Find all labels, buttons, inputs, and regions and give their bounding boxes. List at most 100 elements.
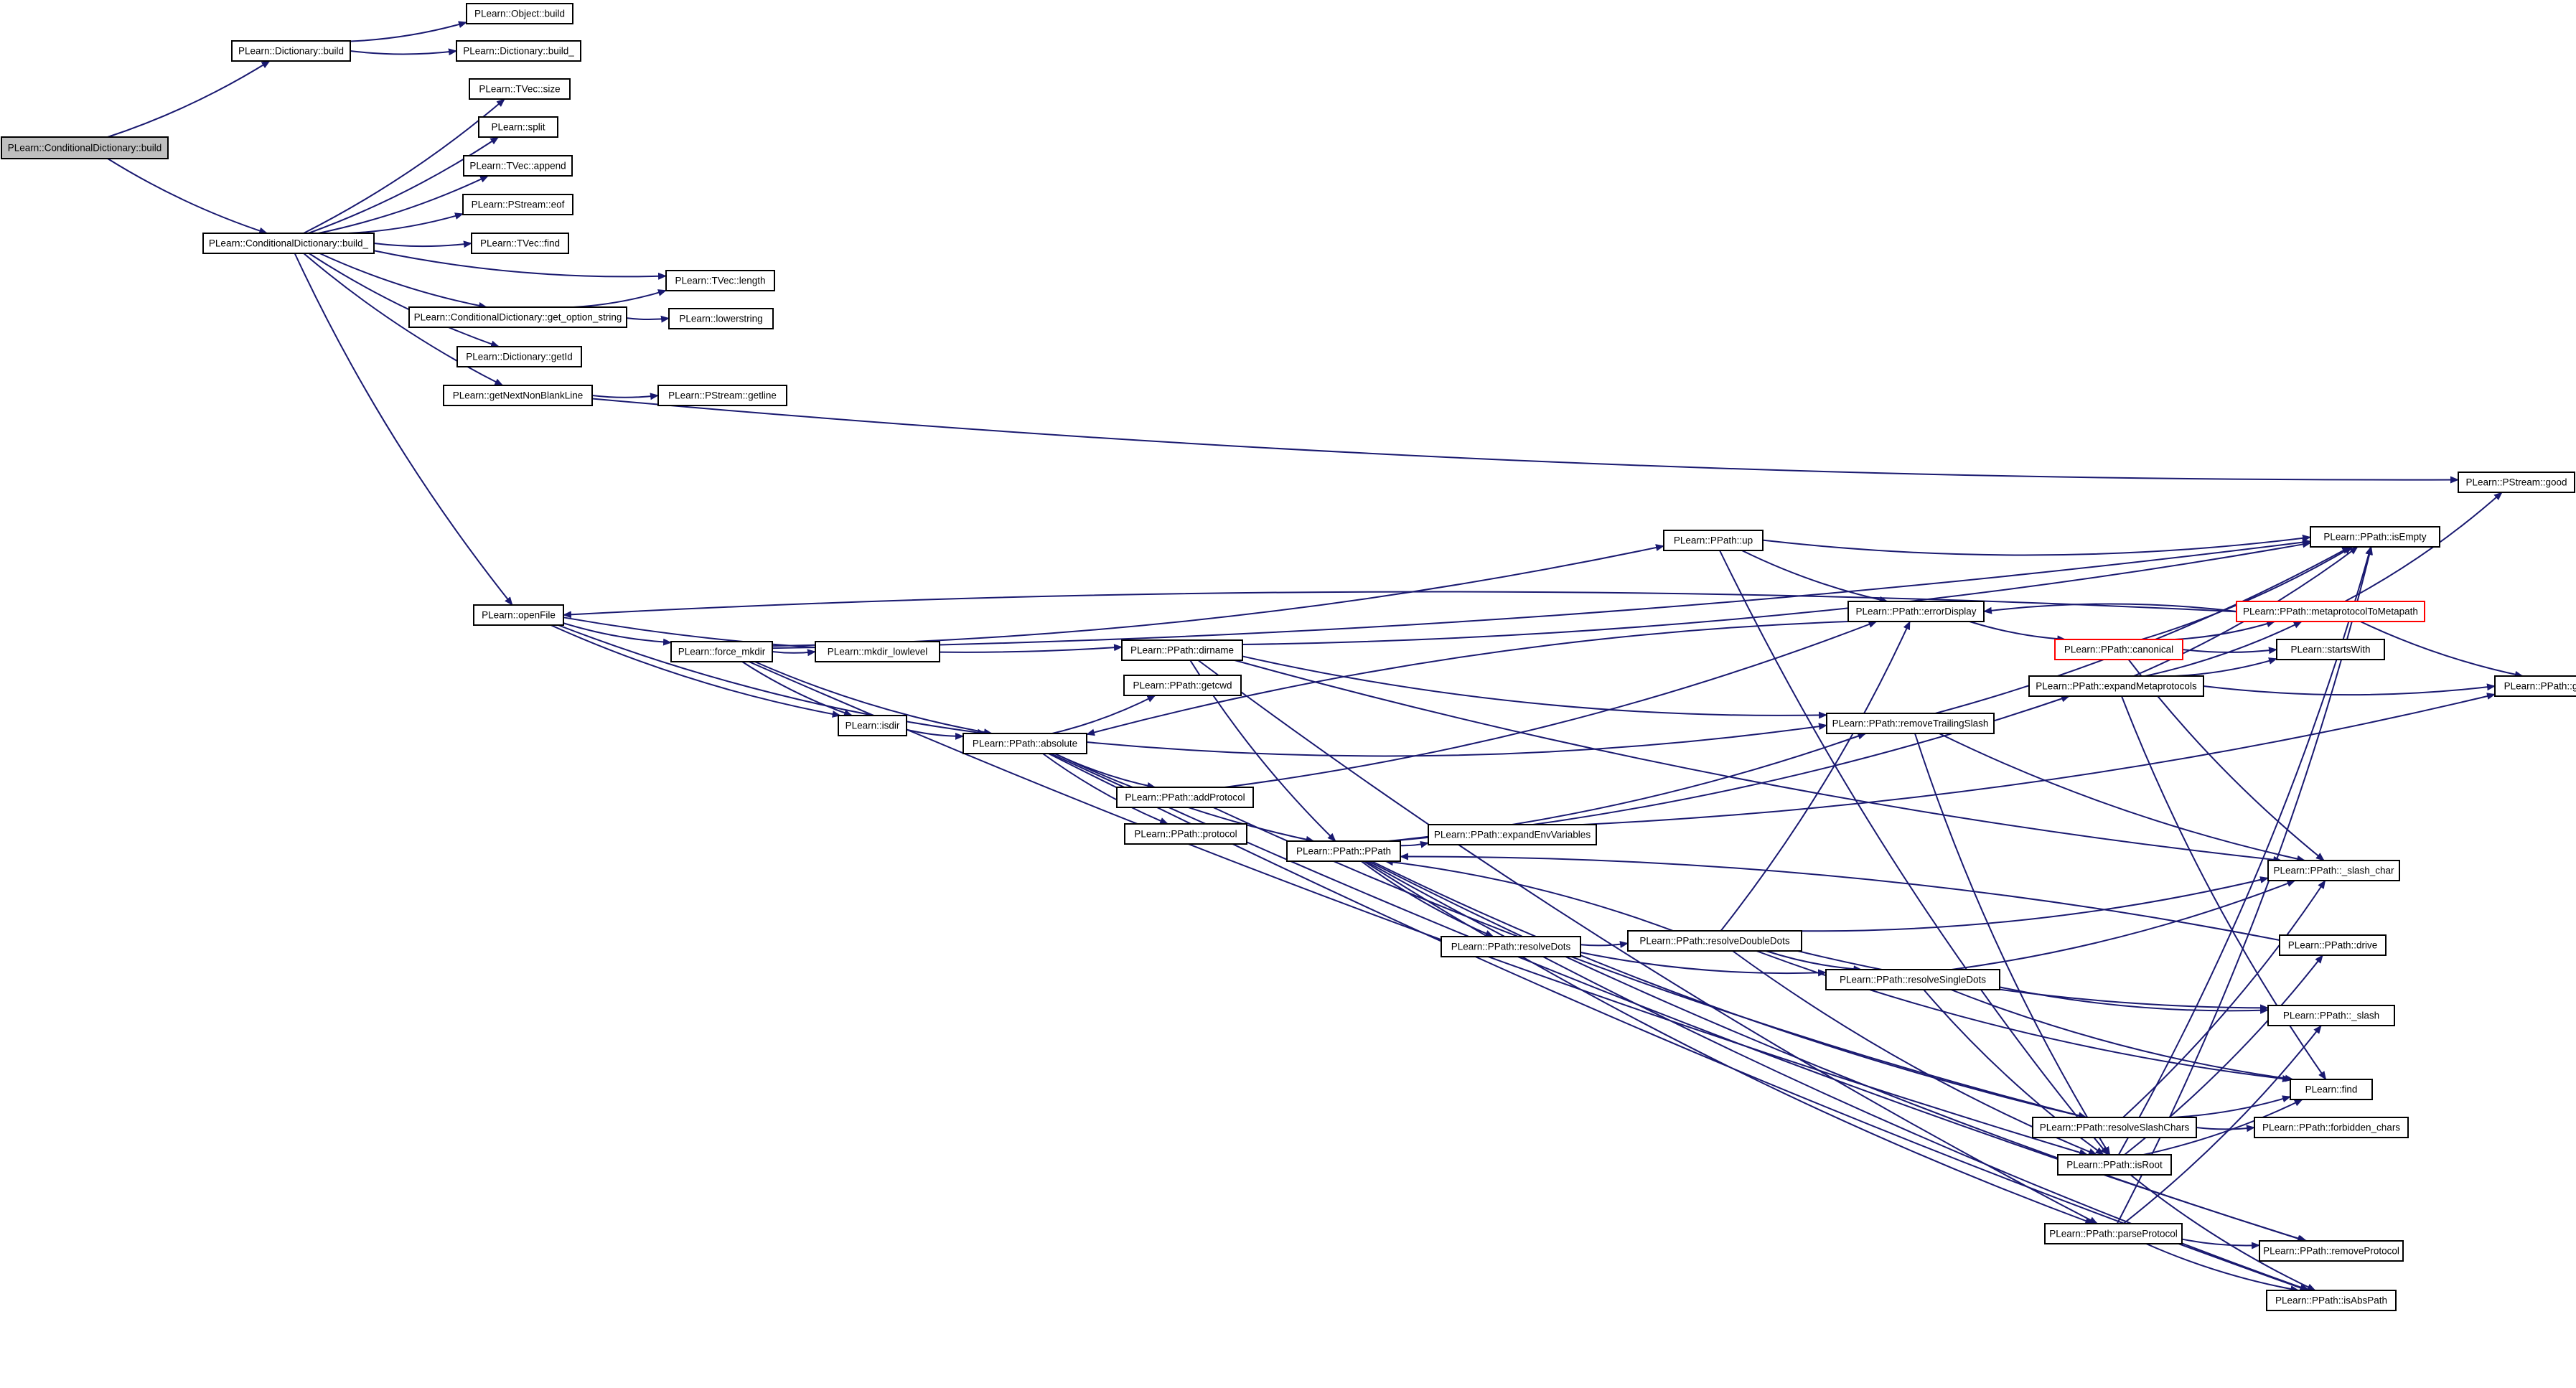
node-getnext[interactable]: PLearn::getNextNonBlankLine [443,385,593,406]
node-ppath[interactable]: PLearn::PPath::PPath [1286,840,1401,862]
node-box-find[interactable] [2290,1079,2373,1100]
node-expandenv[interactable]: PLearn::PPath::expandEnvVariables [1428,824,1597,845]
node-box-ppath[interactable] [1286,840,1401,862]
node-dict_getid[interactable]: PLearn::Dictionary::getId [456,346,582,367]
node-tvec_find[interactable]: PLearn::TVec::find [471,233,569,254]
node-box-tvec_find[interactable] [471,233,569,254]
node-box-mkdir_lowlevel[interactable] [815,641,940,662]
node-resolveslash[interactable]: PLearn::PPath::resolveSlashChars [2032,1117,2197,1138]
node-box-tvec_append[interactable] [463,155,573,177]
node-box-absolute[interactable] [963,733,1087,754]
node-tvec_length[interactable]: PLearn::TVec::length [665,270,775,291]
node-slash_char[interactable]: PLearn::PPath::_slash_char [2267,860,2400,881]
node-box-lowerstring[interactable] [668,308,774,329]
node-box-resolvedots[interactable] [1441,936,1581,957]
node-isroot[interactable]: PLearn::PPath::isRoot [2057,1154,2172,1176]
node-up[interactable]: PLearn::PPath::up [1663,530,1764,551]
node-box-drive[interactable] [2279,934,2387,956]
node-box-tvec_length[interactable] [665,270,775,291]
node-box-pstream_eof[interactable] [462,194,573,215]
node-box-parseprotocol[interactable] [2044,1223,2183,1244]
node-box-get_option_string[interactable] [408,306,627,328]
node-absolute[interactable]: PLearn::PPath::absolute [963,733,1087,754]
node-box-canonical[interactable] [2054,639,2183,660]
node-pstream_eof[interactable]: PLearn::PStream::eof [462,194,573,215]
node-box-pstream_getline[interactable] [657,385,787,406]
node-isabspath[interactable]: PLearn::PPath::isAbsPath [2266,1290,2397,1311]
node-addprotocol[interactable]: PLearn::PPath::addProtocol [1116,787,1254,808]
node-box-force_mkdir[interactable] [670,641,773,662]
node-box-removeprotocol[interactable] [2259,1240,2404,1262]
node-box-expandenv[interactable] [1428,824,1597,845]
node-getenv[interactable]: PLearn::PPath::getenv [2494,675,2576,697]
node-box-resolvesingledots[interactable] [1825,969,2000,990]
node-find[interactable]: PLearn::find [2290,1079,2373,1100]
node-dirname[interactable]: PLearn::PPath::dirname [1121,639,1243,661]
node-box-getnext[interactable] [443,385,593,406]
node-box-protocol[interactable] [1124,823,1247,845]
node-box-metatometa[interactable] [2236,601,2425,622]
node-box-slash[interactable] [2267,1005,2395,1026]
node-box-addprotocol[interactable] [1116,787,1254,808]
node-tvec_size[interactable]: PLearn::TVec::size [469,78,571,100]
node-split[interactable]: PLearn::split [478,116,558,138]
node-isdir[interactable]: PLearn::isdir [838,715,907,736]
node-dict_build[interactable]: PLearn::Dictionary::build [231,40,351,62]
node-box-expandmeta[interactable] [2028,675,2204,697]
node-box-resolveslash[interactable] [2032,1117,2197,1138]
node-resolvedoubledots[interactable]: PLearn::PPath::resolveDoubleDots [1627,930,1802,952]
node-box-removetrailing[interactable] [1826,713,1995,734]
node-protocol[interactable]: PLearn::PPath::protocol [1124,823,1247,845]
node-cd_build[interactable]: PLearn::ConditionalDictionary::build [1,136,169,159]
node-pstream_good[interactable]: PLearn::PStream::good [2458,472,2575,493]
node-box-pstream_good[interactable] [2458,472,2575,493]
node-box-obj_build[interactable] [466,3,573,24]
node-metatometa[interactable]: PLearn::PPath::metaprotocolToMetapath [2236,601,2425,622]
node-box-tvec_size[interactable] [469,78,571,100]
node-box-openfile[interactable] [473,604,564,626]
node-box-startswith[interactable] [2276,639,2385,660]
node-startswith[interactable]: PLearn::startsWith [2276,639,2385,660]
node-slash[interactable]: PLearn::PPath::_slash [2267,1005,2395,1026]
node-pstream_getline[interactable]: PLearn::PStream::getline [657,385,787,406]
node-box-dirname[interactable] [1121,639,1243,661]
node-drive[interactable]: PLearn::PPath::drive [2279,934,2387,956]
node-box-forbidden[interactable] [2254,1117,2409,1138]
node-box-split[interactable] [478,116,558,138]
node-box-isroot[interactable] [2057,1154,2172,1176]
node-box-dict_getid[interactable] [456,346,582,367]
node-box-getcwd[interactable] [1123,675,1242,696]
node-box-resolvedoubledots[interactable] [1627,930,1802,952]
node-box-dict_build[interactable] [231,40,351,62]
node-removeprotocol[interactable]: PLearn::PPath::removeProtocol [2259,1240,2404,1262]
node-mkdir_lowlevel[interactable]: PLearn::mkdir_lowlevel [815,641,940,662]
node-lowerstring[interactable]: PLearn::lowerstring [668,308,774,329]
node-get_option_string[interactable]: PLearn::ConditionalDictionary::get_optio… [408,306,627,328]
node-getcwd[interactable]: PLearn::PPath::getcwd [1123,675,1242,696]
node-box-isdir[interactable] [838,715,907,736]
node-errordisplay[interactable]: PLearn::PPath::errorDisplay [1847,601,1985,622]
node-obj_build[interactable]: PLearn::Object::build [466,3,573,24]
node-removetrailing[interactable]: PLearn::PPath::removeTrailingSlash [1826,713,1995,734]
node-box-cd_build[interactable] [1,136,169,159]
node-isempty[interactable]: PLearn::PPath::isEmpty [2310,526,2440,548]
node-resolvedots[interactable]: PLearn::PPath::resolveDots [1441,936,1581,957]
node-box-errordisplay[interactable] [1847,601,1985,622]
node-box-dict_build_[interactable] [456,40,581,62]
node-box-isabspath[interactable] [2266,1290,2397,1311]
node-parseprotocol[interactable]: PLearn::PPath::parseProtocol [2044,1223,2183,1244]
node-resolvesingledots[interactable]: PLearn::PPath::resolveSingleDots [1825,969,2000,990]
node-cd_build_[interactable]: PLearn::ConditionalDictionary::build_ [202,233,375,254]
node-box-up[interactable] [1663,530,1764,551]
node-forbidden[interactable]: PLearn::PPath::forbidden_chars [2254,1117,2409,1138]
node-force_mkdir[interactable]: PLearn::force_mkdir [670,641,773,662]
node-box-getenv[interactable] [2494,675,2576,697]
node-box-cd_build_[interactable] [202,233,375,254]
node-tvec_append[interactable]: PLearn::TVec::append [463,155,573,177]
node-box-isempty[interactable] [2310,526,2440,548]
node-dict_build_[interactable]: PLearn::Dictionary::build_ [456,40,581,62]
node-expandmeta[interactable]: PLearn::PPath::expandMetaprotocols [2028,675,2204,697]
node-box-slash_char[interactable] [2267,860,2400,881]
node-canonical[interactable]: PLearn::PPath::canonical [2054,639,2183,660]
node-openfile[interactable]: PLearn::openFile [473,604,564,626]
